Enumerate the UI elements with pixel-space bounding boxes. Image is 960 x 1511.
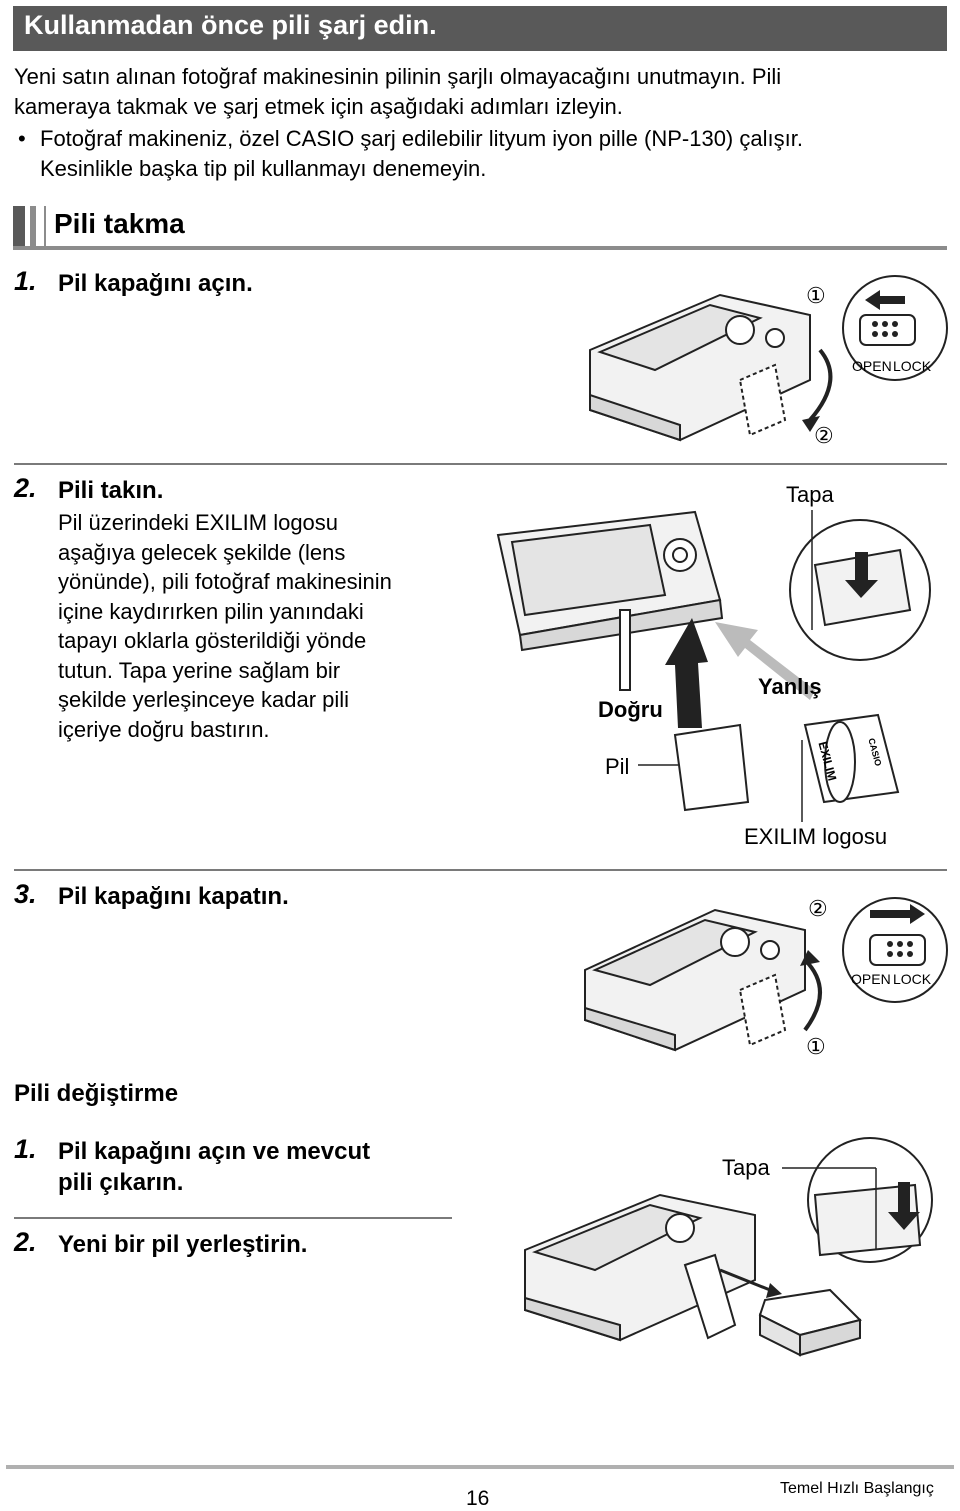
replace-step-2-number: 2.	[14, 1227, 37, 1257]
desc-line: şekilde yerleşinceye kadar pili	[58, 687, 350, 712]
step-1-label: Pil kapağını açın.	[58, 270, 253, 297]
fig1-marker-1: ①	[806, 283, 826, 308]
divider-1	[14, 463, 947, 465]
fig4-tapa-label: Tapa	[722, 1155, 770, 1180]
replace-step-2-label: Yeni bir pil yerleştirin.	[58, 1231, 308, 1258]
fig3-marker-2: ②	[808, 896, 828, 921]
page-number: 16	[466, 1487, 490, 1510]
replace-step-1-number: 1.	[14, 1134, 37, 1164]
fig1-open-label: OPEN	[852, 358, 892, 374]
replace-step-1-label-line-2: pili çıkarın.	[58, 1169, 184, 1196]
camera-open-cover-illustration	[589, 275, 948, 442]
desc-line: Pil üzerindeki EXILIM logosu	[58, 510, 339, 535]
replace-step-1-label-line-1: Pil kapağını açın ve mevcut	[58, 1138, 371, 1165]
section-underline	[13, 246, 947, 250]
fig3-lock-label: LOCK	[893, 971, 932, 987]
fig2-tapa-label: Tapa	[786, 482, 834, 507]
intro-line-2: kameraya takmak ve şarj etmek için aşağı…	[14, 94, 623, 119]
section-marker-block	[13, 206, 25, 250]
desc-line: aşağıya gelecek şekilde (lens	[58, 539, 346, 565]
fig1-marker-2: ②	[814, 423, 834, 448]
step-3-label: Pil kapağını kapatın.	[58, 883, 289, 910]
divider-3	[14, 1217, 452, 1219]
desc-line: içine kaydırırken pilin yanındaki	[58, 598, 364, 624]
section-marker-line	[44, 206, 46, 248]
step-2-number: 2.	[14, 473, 37, 503]
bullet-marker: •	[18, 126, 26, 151]
section-marker-stripe	[30, 206, 36, 250]
title-bar	[13, 6, 947, 51]
intro-line-1: Yeni satın alınan fotoğraf makinesinin p…	[14, 64, 782, 89]
section-title-pili-takma: Pili takma	[54, 208, 185, 239]
fig1-lock-label: LOCK	[893, 358, 932, 374]
battery-remove-illustration	[524, 1137, 933, 1357]
desc-line: yönünde), pili fotoğraf makinesinin	[58, 569, 392, 594]
desc-line: tapayı oklarla gösterildiği yönde	[58, 628, 367, 653]
section-title-pili-degistirme: Pili değiştirme	[14, 1080, 179, 1107]
step-3-number: 3.	[14, 879, 37, 909]
step-2-description: Pil üzerindeki EXILIM logosu aşağıya gel…	[58, 508, 392, 744]
fig2-exilim-logo-label: EXILIM logosu	[744, 824, 888, 849]
desc-line: tutun. Tapa yerine sağlam bir	[58, 657, 341, 683]
bullet-line-2: Kesinlikle başka tip pil kullanmayı dene…	[40, 156, 487, 181]
divider-2	[14, 869, 947, 871]
bullet-line-1: Fotoğraf makineniz, özel CASIO şarj edil…	[40, 126, 803, 151]
step-1-number: 1.	[14, 266, 37, 296]
fig2-wrong-label: Yanlış	[758, 674, 822, 699]
battery-insert-illustration	[496, 510, 931, 822]
fig3-open-label: OPEN	[851, 971, 891, 987]
fig3-marker-1: ①	[806, 1034, 826, 1059]
camera-close-cover-illustration	[584, 897, 948, 1052]
page-title: Kullanmadan önce pili şarj edin.	[24, 10, 437, 40]
desc-line: içeriye doğru bastırın.	[58, 716, 270, 742]
fig2-correct-label: Doğru	[598, 697, 663, 722]
footer-rule	[6, 1465, 954, 1469]
step-2-label: Pili takın.	[58, 477, 164, 504]
fig2-battery-label: Pil	[605, 754, 630, 779]
footer-section-name: Temel Hızlı Başlangıç	[780, 1480, 934, 1497]
